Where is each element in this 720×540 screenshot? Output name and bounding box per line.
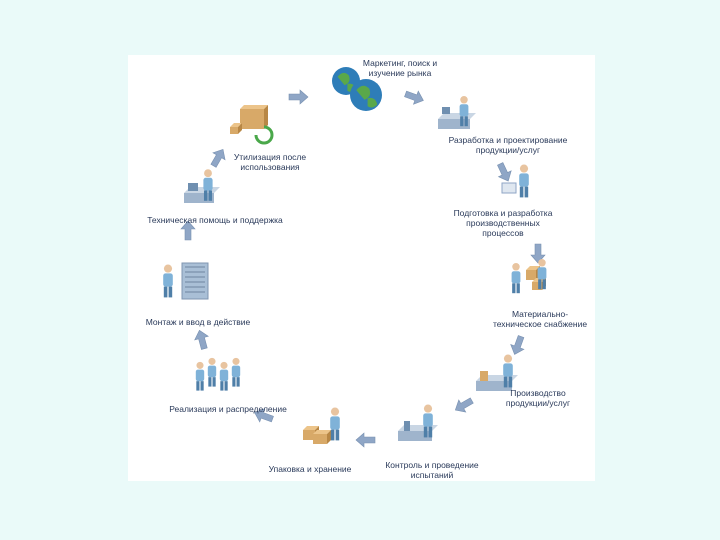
inspector-at-workbench-icon (398, 404, 438, 441)
stage-label-line: Разработка и проектирование (448, 135, 568, 145)
stage-label-line: Производство (510, 388, 566, 398)
sales-team-icon (195, 357, 241, 391)
stage-label-line: процессов (482, 228, 524, 238)
cycle-arrow (210, 148, 226, 168)
stage-label-line: Контроль и проведение (385, 460, 479, 470)
designer-at-desk-icon (438, 96, 476, 129)
stage-label-line: техническое снабжение (492, 319, 588, 329)
globe-icon (332, 67, 382, 111)
server-rack-icon (163, 262, 209, 300)
cycle-arrow (288, 89, 309, 105)
engineer-with-documents-icon (501, 164, 529, 198)
cycle-arrow (180, 220, 196, 241)
cycle-arrow (497, 162, 512, 182)
stage-label-line: Подготовка и разработка (453, 208, 553, 218)
stage-label-line: изучение рынка (368, 68, 432, 78)
support-operator-icon (184, 169, 220, 203)
cycle-arrow (254, 408, 274, 423)
cycle-arrow (404, 90, 424, 105)
stage-label-line: Реализация и распределение (169, 404, 287, 414)
cycle-arrow (194, 329, 209, 350)
stage-label-distribution: Реализация и распределение (169, 404, 287, 414)
recycling-boxes-icon (230, 105, 274, 145)
stage-label-line: продукции/услуг (505, 398, 571, 408)
stage-label-line: Утилизация после (233, 152, 307, 162)
cycle-arrow (530, 243, 546, 264)
stage-label-line: Материально- (511, 309, 569, 319)
stage-label-line: продукции/услуг (475, 145, 541, 155)
workers-with-boxes-icon (511, 259, 547, 294)
stage-label-support: Техническая помощь и поддержка (147, 215, 283, 225)
packing-boxes-icon (303, 407, 340, 444)
stage-label-line: использования (240, 162, 300, 172)
stage-label-line: Маркетинг, поиск и (362, 58, 438, 68)
cycle-arrow (454, 397, 474, 413)
production-machinery-icon (476, 354, 518, 391)
cycle-arrow (510, 335, 525, 355)
stage-label-procurement: Материально-техническое снабжение (493, 309, 587, 329)
stage-label-line: Техническая помощь и поддержка (147, 215, 283, 225)
cycle-diagram-canvas (163, 67, 547, 448)
stage-label-line: производственных (466, 218, 540, 228)
cycle-arrow (355, 432, 376, 448)
stage-label-line: Монтаж и ввод в действие (145, 317, 251, 327)
stage-label-line: Упаковка и хранение (268, 464, 352, 474)
stage-label-installation: Монтаж и ввод в действие (146, 317, 251, 327)
stage-label-storage: Упаковка и хранение (269, 464, 352, 474)
stage-label-line: испытаний (410, 470, 454, 480)
